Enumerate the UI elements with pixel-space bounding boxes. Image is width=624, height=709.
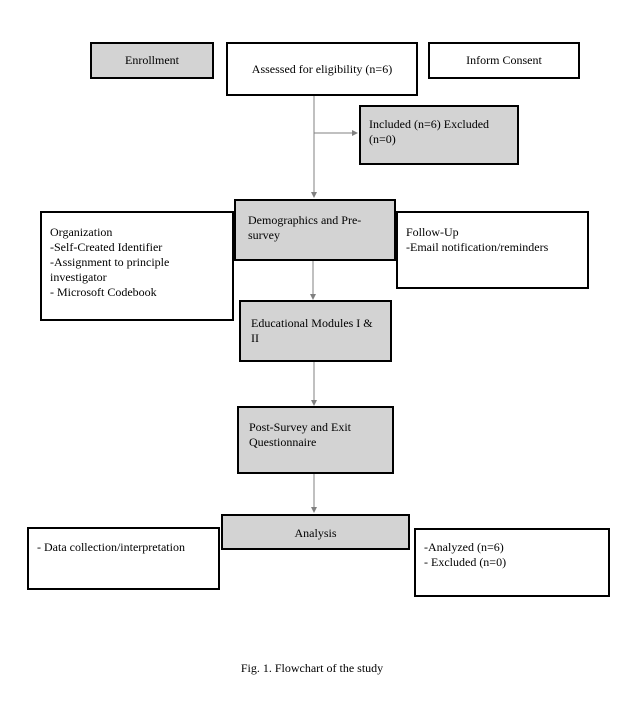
datacollection-label: - Data collection/interpretation [37, 540, 185, 554]
enrollment-label: Enrollment [125, 53, 179, 67]
followup-line-2: -Email notification/reminders [406, 240, 549, 254]
followup-line-1: Follow-Up [406, 225, 459, 239]
included-line-2: (n=0) [369, 132, 396, 146]
organization-box: Organization -Self-Created Identifier -A… [40, 211, 234, 321]
followup-box: Follow-Up -Email notification/reminders [396, 211, 589, 289]
organization-line-4: investigator [50, 270, 107, 284]
modules-box: Educational Modules I & II [239, 300, 392, 362]
consent-label: Inform Consent [466, 53, 542, 67]
datacollection-box: - Data collection/interpretation [27, 527, 220, 590]
enrollment-box: Enrollment [90, 42, 214, 79]
modules-line-1: Educational Modules I & [251, 316, 373, 330]
figure-caption: Fig. 1. Flowchart of the study [240, 661, 384, 675]
postsurvey-line-1: Post-Survey and Exit [249, 420, 351, 434]
demographics-line-2: survey [248, 228, 280, 242]
analyzed-box: -Analyzed (n=6) - Excluded (n=0) [414, 528, 610, 597]
included-line-1: Included (n=6) Excluded [369, 117, 490, 131]
included-box: Included (n=6) Excluded (n=0) [359, 105, 519, 165]
analyzed-line-1: -Analyzed (n=6) [424, 540, 504, 554]
organization-line-3: -Assignment to principle [50, 255, 170, 269]
analyzed-line-2: - Excluded (n=0) [424, 555, 507, 569]
modules-line-2: II [251, 331, 259, 345]
analysis-box: Analysis [221, 514, 410, 550]
organization-line-1: Organization [50, 225, 113, 239]
postsurvey-line-2: Questionnaire [249, 435, 317, 449]
postsurvey-box: Post-Survey and Exit Questionnaire [237, 406, 394, 474]
organization-line-2: -Self-Created Identifier [50, 240, 163, 254]
demographics-box: Demographics and Pre- survey [234, 199, 396, 261]
eligibility-box: Assessed for eligibility (n=6) [226, 42, 418, 96]
demographics-line-1: Demographics and Pre- [248, 213, 362, 227]
consent-box: Inform Consent [428, 42, 580, 79]
analysis-label: Analysis [294, 526, 337, 540]
eligibility-label: Assessed for eligibility (n=6) [251, 61, 393, 76]
organization-line-5: - Microsoft Codebook [50, 285, 157, 299]
